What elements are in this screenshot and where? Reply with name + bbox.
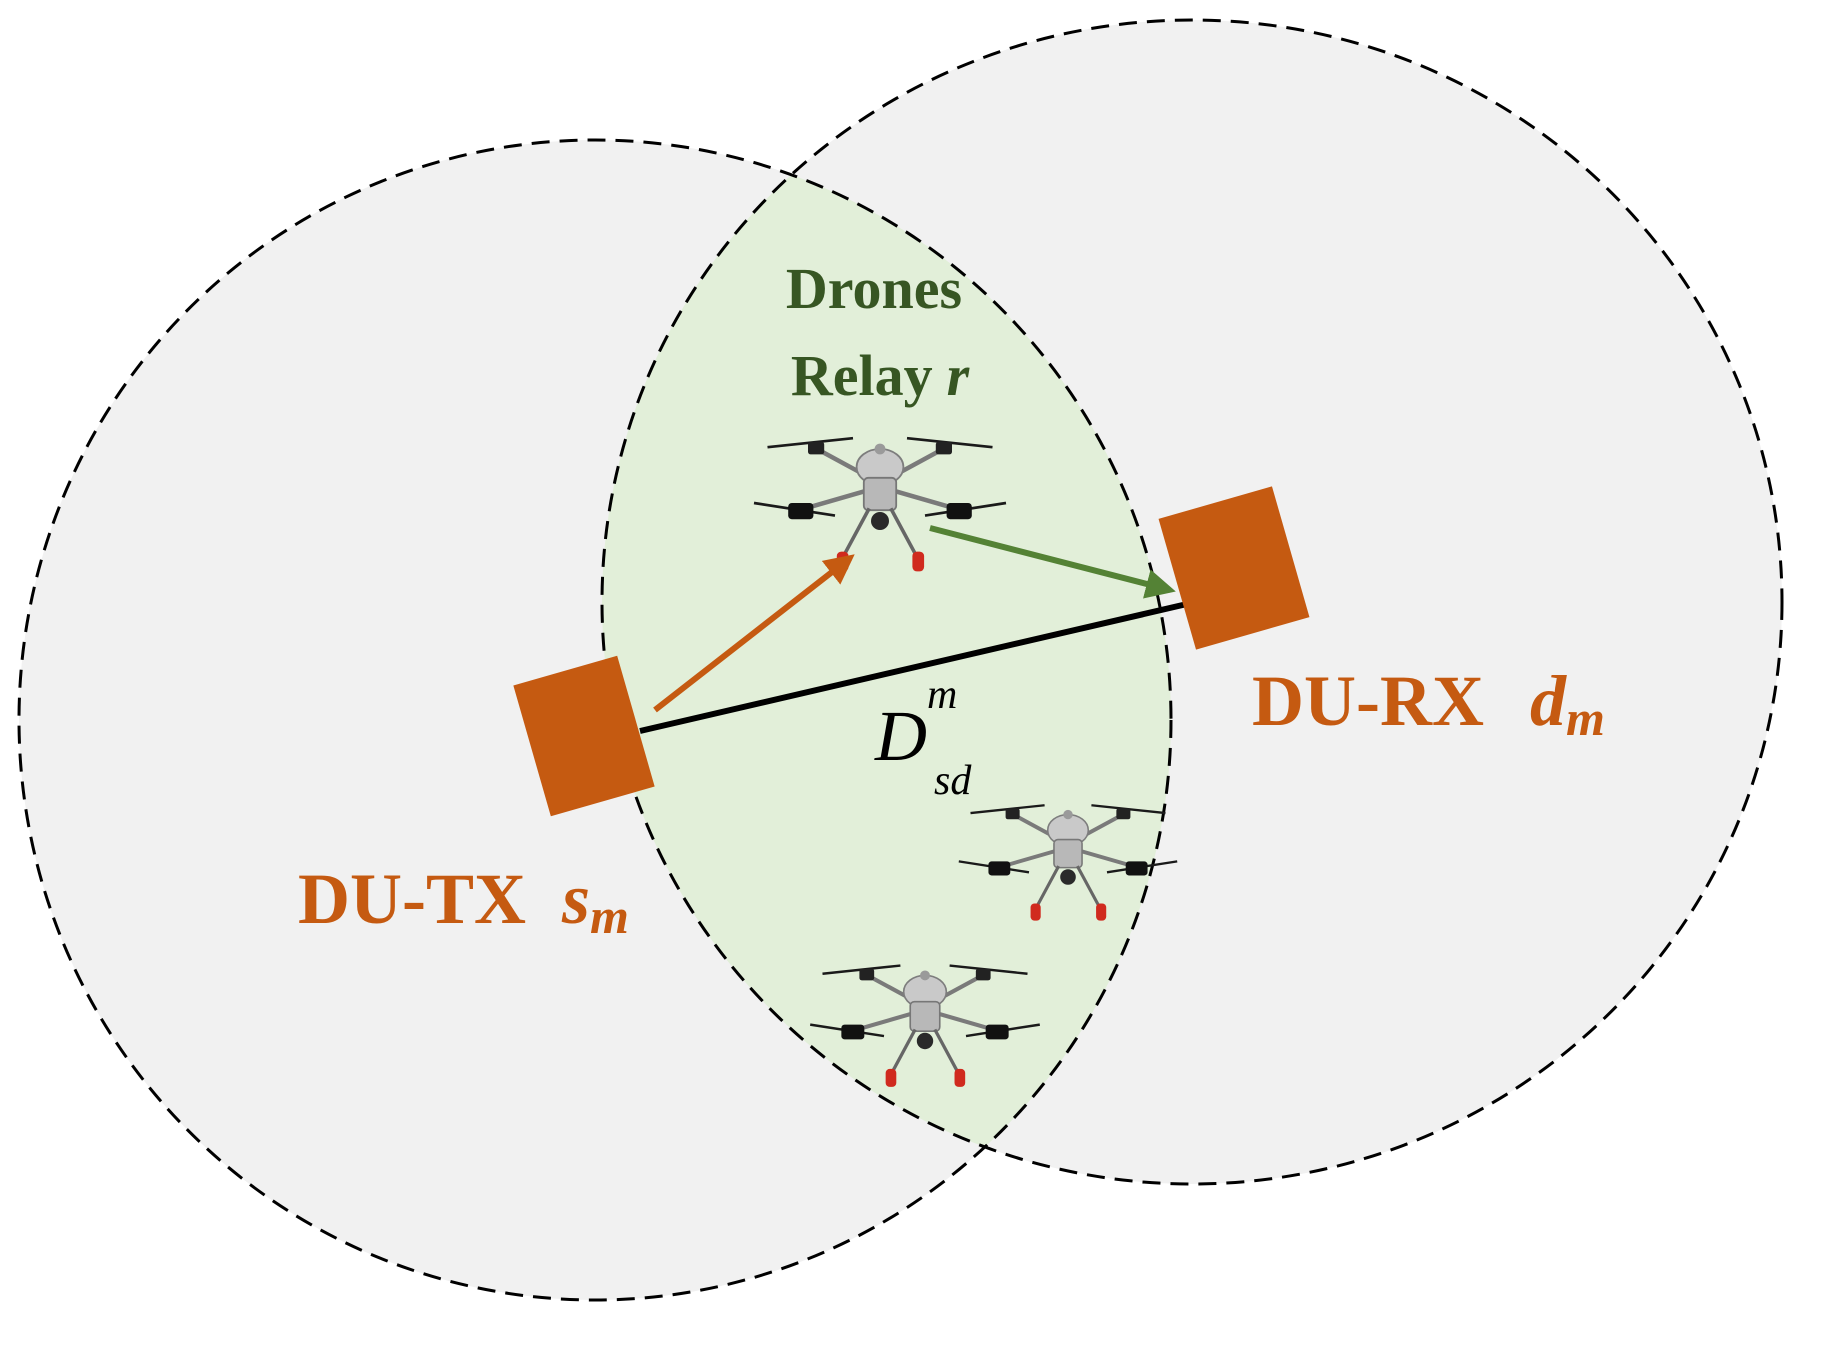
tx-coverage-boundary [17, 138, 1173, 1302]
tx-label: DU-TX sm [298, 859, 629, 944]
relay-symbol: r [947, 343, 970, 408]
distance-symbol: D [874, 696, 927, 776]
distance-label: Dm sd [874, 672, 972, 804]
tx-symbol: s [561, 859, 590, 939]
tx-to-relay-arrow [653, 554, 855, 713]
overlap-region [602, 140, 1171, 1184]
rx-coverage-boundary [600, 18, 1784, 1186]
rx-label-text: DU-RX [1252, 661, 1484, 741]
relay-to-rx-arrow [929, 525, 1176, 599]
relay-label-line1: Drones [786, 256, 962, 321]
rx-label: DU-RX dm [1252, 661, 1605, 746]
rx-symbol: d [1530, 661, 1567, 741]
tx-node [513, 655, 655, 817]
tx-subscript: m [590, 888, 629, 944]
rx-subscript: m [1566, 690, 1605, 746]
relay-label-word: Relay [791, 343, 933, 408]
distance-subscript: sd [934, 758, 972, 804]
rx-node [1158, 486, 1310, 650]
tx-label-text: DU-TX [298, 859, 526, 939]
distance-line [639, 601, 1188, 734]
distance-superscript: m [927, 672, 957, 718]
